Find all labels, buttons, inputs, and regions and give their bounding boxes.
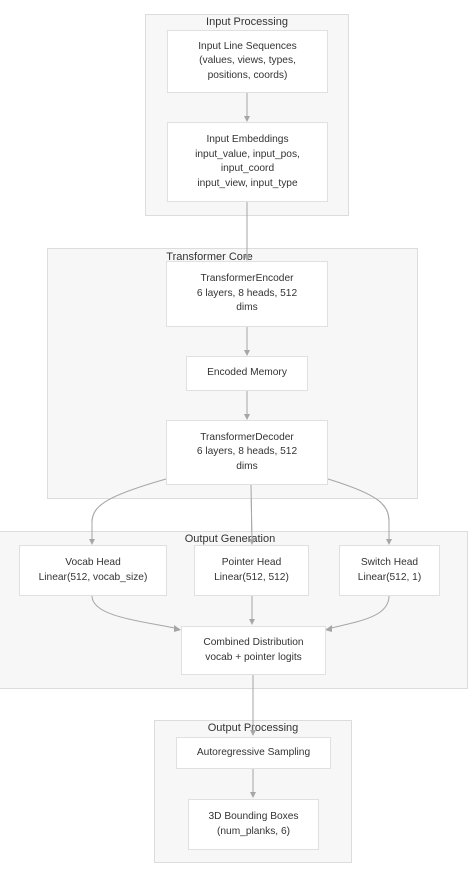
node-line: input_coord — [220, 163, 275, 174]
node-line: Combined Distribution — [203, 637, 304, 648]
node-line: input_view, input_type — [197, 177, 298, 189]
group-title: Output Generation — [184, 533, 276, 545]
group-title: Transformer Core — [166, 251, 253, 263]
node-line: TransformerEncoder — [200, 273, 294, 285]
node-encoded-memory: Encoded Memory — [186, 356, 308, 391]
node-pointer-head: Pointer Head Linear(512, 512) — [194, 545, 309, 596]
group-title: Input Processing — [206, 16, 288, 28]
node-line: Input Embeddings — [206, 134, 289, 145]
node-switch-head: Switch Head Linear(512, 1) — [339, 545, 440, 596]
node-line: 3D Bounding Boxes — [208, 811, 299, 822]
node-line: 6 layers, 8 heads, 512 — [196, 287, 298, 299]
node-line: Encoded Memory — [207, 367, 287, 379]
node-line: Vocab Head — [65, 557, 121, 568]
node-line: input_value, input_pos, — [195, 148, 300, 160]
node-line: Linear(512, 1) — [357, 571, 422, 583]
node-line: dims — [236, 460, 258, 472]
node-transformer-decoder: TransformerDecoder 6 layers, 8 heads, 51… — [166, 420, 328, 485]
node-line: dims — [236, 302, 258, 314]
node-vocab-head: Vocab Head Linear(512, vocab_size) — [19, 545, 167, 596]
node-line: positions, coords) — [207, 69, 288, 81]
node-line: Autoregressive Sampling — [196, 746, 311, 758]
node-3d-bounding-boxes: 3D Bounding Boxes (num_planks, 6) — [188, 799, 319, 850]
node-line: Switch Head — [360, 557, 419, 568]
node-line: TransformerDecoder — [200, 431, 294, 443]
node-line: (num_planks, 6) — [216, 825, 291, 837]
node-input-line-sequences: Input Line Sequences (values, views, typ… — [167, 30, 328, 93]
node-line: vocab + pointer logits — [205, 651, 302, 663]
node-line: Linear(512, 512) — [214, 571, 289, 583]
node-autoregressive-sampling: Autoregressive Sampling — [176, 737, 331, 769]
node-transformer-encoder: TransformerEncoder 6 layers, 8 heads, 51… — [166, 261, 328, 327]
node-line: 6 layers, 8 heads, 512 — [196, 446, 298, 458]
node-line: (values, views, types, — [199, 55, 296, 67]
node-line: Input Line Sequences — [198, 40, 297, 52]
group-title: Output Processing — [207, 722, 299, 734]
node-input-embeddings: Input Embeddings input_value, input_pos,… — [167, 122, 328, 202]
node-combined-distribution: Combined Distribution vocab + pointer lo… — [181, 626, 326, 675]
node-line: Linear(512, vocab_size) — [38, 571, 148, 583]
node-line: Pointer Head — [221, 557, 282, 568]
